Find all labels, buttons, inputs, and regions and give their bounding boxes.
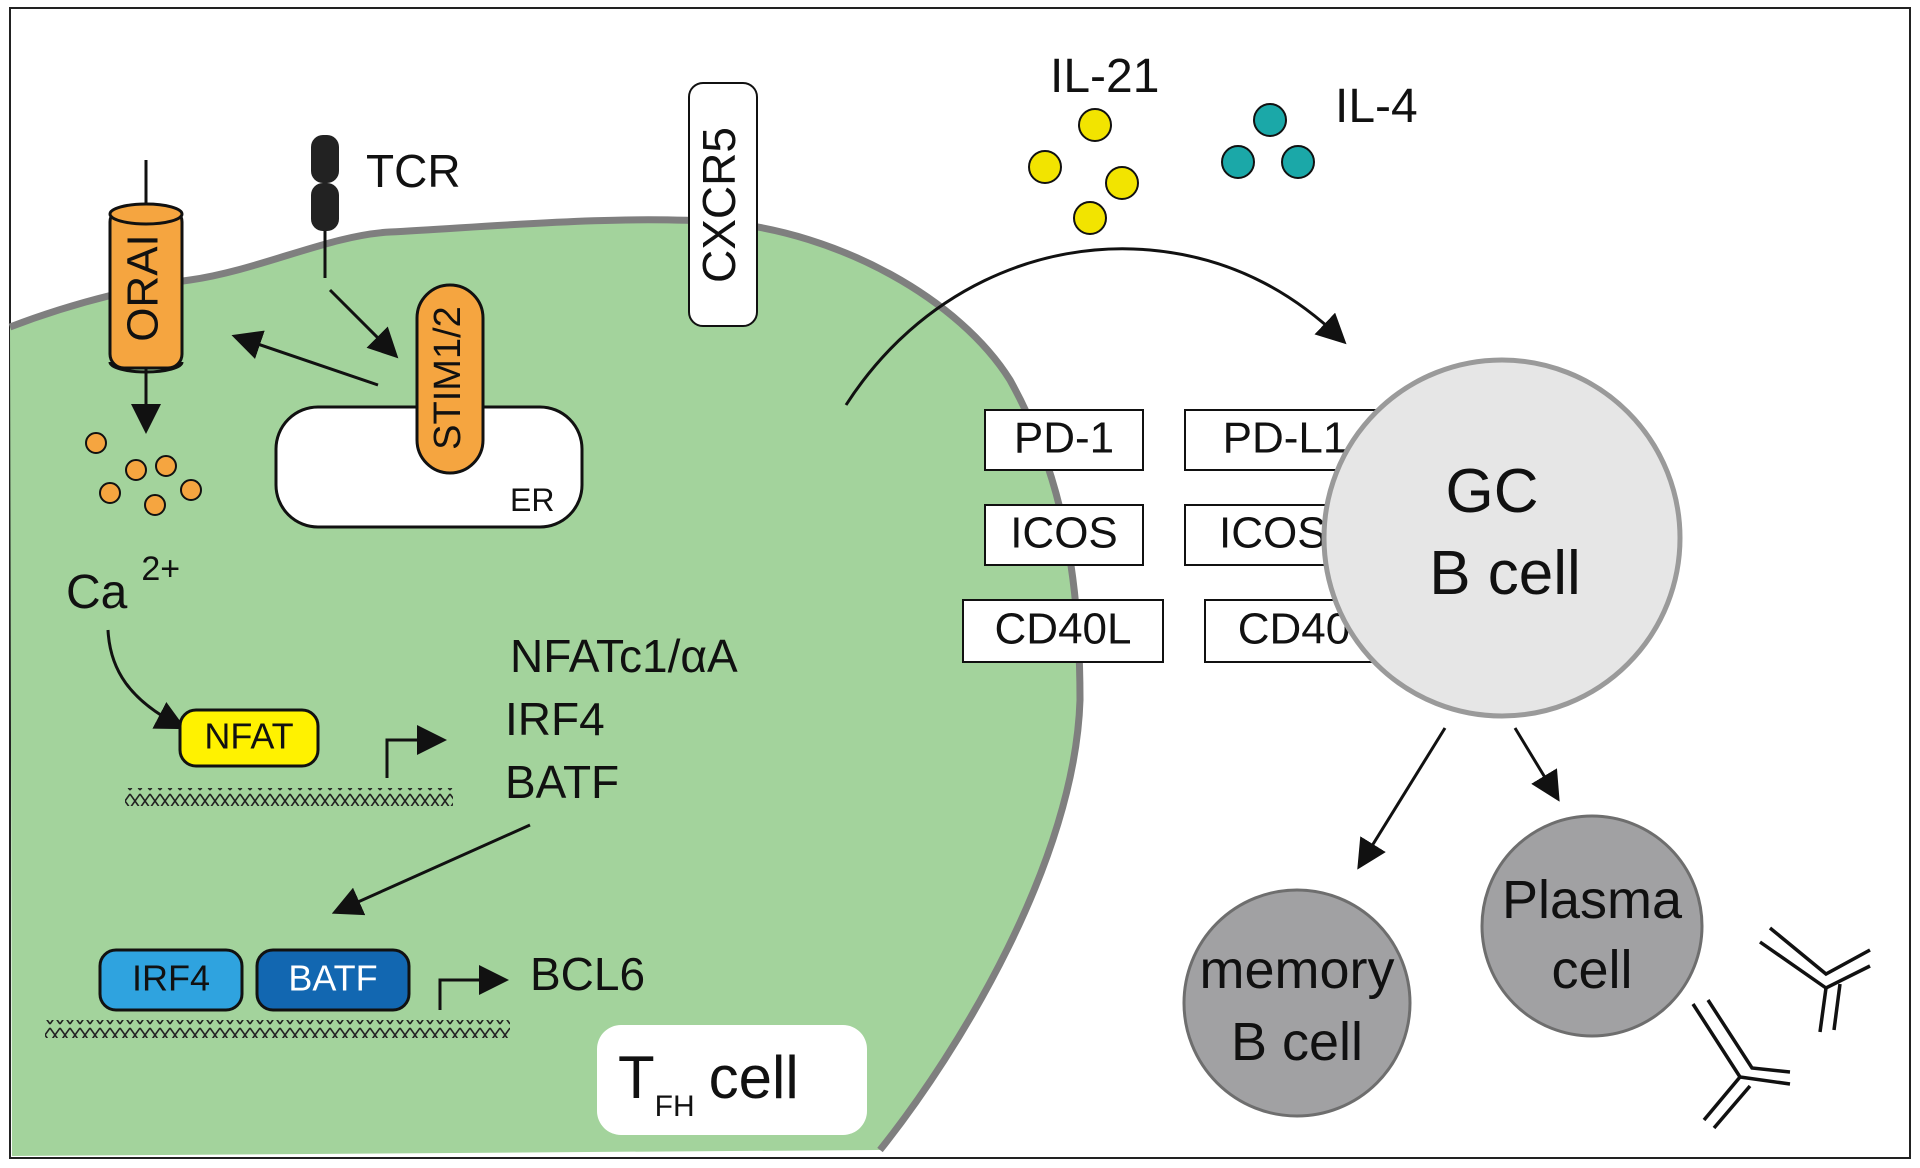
tfh-label-box (597, 1025, 867, 1135)
target-gene-1: NFATc1/αA (510, 630, 738, 682)
receptor-label: PD-L1 (1223, 414, 1348, 463)
plasma-label-line2: cell (1551, 940, 1632, 1000)
irf4-factor (98, 948, 244, 1012)
ligand-label: PD-1 (1014, 414, 1114, 463)
calcium-ion-icon (85, 432, 202, 516)
tcr-receptor-icon (311, 135, 339, 278)
calcium-to-nfat-arrow (106, 629, 186, 730)
tcr-label: TCR (366, 145, 461, 197)
stim-label: STIM1/2 (427, 306, 469, 450)
cxcr5-receptor (688, 82, 758, 327)
target-gene-2: IRF4 (505, 693, 605, 745)
tcr-to-stim-arrow (328, 288, 399, 359)
migration-arrow (844, 247, 1347, 406)
targets-to-complex-arrow (331, 823, 531, 916)
cytokine-dot-icon (1221, 103, 1315, 179)
promoter-arrow-icon (385, 725, 447, 778)
memory-b-cell (1182, 888, 1412, 1118)
stim-to-orai-arrow (231, 330, 379, 387)
nfat-factor (178, 708, 320, 768)
bcl6-label: BCL6 (530, 948, 645, 1000)
gc-to-plasma-arrow (1513, 727, 1560, 802)
ligand-label: CD40L (995, 605, 1132, 654)
interaction-pair: PD-1 PD-L1 (984, 409, 1386, 471)
gc-b-cell (1321, 357, 1683, 719)
il4-label: IL-4 (1335, 80, 1418, 133)
tfh-cell-membrane (8, 216, 1084, 1153)
promoter-arrow-icon (438, 965, 509, 1010)
interaction-pair: CD40L CD40 (962, 599, 1384, 663)
er-label: ER (510, 482, 554, 518)
antibody-icon (1758, 926, 1871, 1033)
plasma-cell (1480, 814, 1704, 1038)
gc-to-memory-arrow (1357, 727, 1447, 870)
memory-label-line2: B cell (1231, 1012, 1363, 1072)
target-gene-3: BATF (505, 756, 619, 808)
batf-factor (255, 948, 411, 1012)
nfat-label: NFAT (204, 716, 293, 757)
orai-channel-icon (108, 160, 184, 395)
gc-label-line2: B cell (1429, 539, 1581, 608)
plasma-label-line1: Plasma (1502, 870, 1683, 930)
dna-helix-icon (125, 788, 453, 806)
memory-label-line1: memory (1199, 940, 1394, 1000)
ligand-label: ICOS (1010, 509, 1118, 558)
figure-frame (9, 7, 1911, 1159)
cytokine-dot-icon (1028, 108, 1139, 235)
stim-protein-icon (415, 283, 485, 475)
il21-label: IL-21 (1050, 50, 1159, 103)
receptor-label: CD40 (1238, 605, 1351, 654)
irf4-label: IRF4 (132, 958, 210, 999)
antibody-icon (1691, 999, 1791, 1130)
orai-label: ORAI (119, 234, 168, 342)
cxcr5-label: CXCR5 (693, 127, 745, 283)
gc-label-line1: GC (1446, 457, 1539, 526)
batf-label: BATF (288, 958, 377, 999)
dna-helix-icon (45, 1020, 510, 1038)
